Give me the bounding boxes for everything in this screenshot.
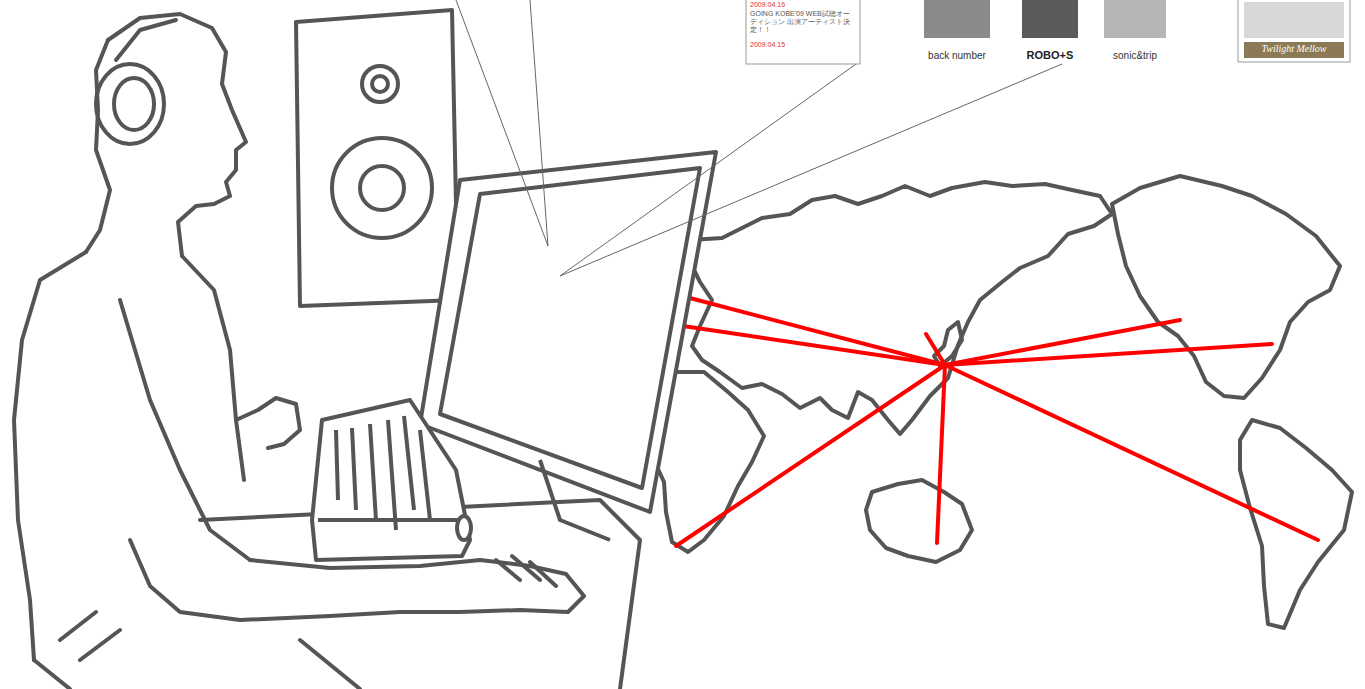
artist-photo — [1104, 0, 1166, 38]
headphone-band — [116, 20, 176, 60]
north-america — [1112, 176, 1340, 398]
artist-photo — [924, 0, 990, 38]
red-link — [683, 326, 945, 365]
chest — [182, 256, 244, 480]
speaker — [296, 10, 458, 306]
callout-pointers — [456, 0, 1062, 276]
artist-name: sonic&trip — [1095, 50, 1175, 62]
artist-name: back number — [917, 50, 997, 62]
red-link — [945, 365, 1318, 540]
banner-panel — [1238, 0, 1350, 62]
hair — [86, 40, 110, 252]
red-link — [926, 334, 945, 365]
head — [108, 14, 246, 256]
monitor-screen — [440, 168, 700, 488]
map-outline — [638, 176, 1352, 628]
japan — [934, 322, 962, 366]
south-america — [1240, 420, 1352, 628]
banner-image — [1244, 2, 1344, 38]
connection-lines — [676, 297, 1318, 546]
headphone-cup-inner — [114, 78, 154, 130]
speaker-tweeter-inner — [372, 76, 388, 92]
keyboard-knob — [457, 516, 471, 540]
keyboard — [312, 400, 471, 560]
australia — [866, 480, 972, 562]
news-date: 2009.04.16 — [750, 1, 860, 9]
banner-title: Twilight Mellow — [1244, 43, 1344, 55]
callout-pointer — [456, 0, 548, 246]
red-link — [937, 365, 945, 543]
back — [14, 252, 86, 660]
keyboard-body — [312, 400, 470, 560]
red-link — [676, 365, 945, 546]
speaker-woofer — [332, 138, 432, 238]
keyboard-keys — [318, 416, 466, 530]
news-panel — [746, 0, 860, 64]
website-screenshot — [746, 0, 1350, 64]
headphone-cup — [96, 64, 164, 144]
speaker-box — [296, 10, 458, 306]
news-headline: GOING KOBE'09 WEB試聴オーディション 出演アーティスト決定！！ — [750, 10, 856, 34]
hand — [496, 556, 556, 586]
chair — [34, 612, 360, 689]
other-arm — [236, 398, 300, 448]
monitor-stand — [540, 460, 610, 540]
artist-name: ROBO+S — [1010, 49, 1090, 62]
monitor-frame — [420, 152, 716, 512]
callout-pointer — [560, 64, 1062, 276]
monitor — [420, 152, 716, 540]
speaker-woofer-inner — [360, 166, 404, 210]
upper-arm — [120, 300, 250, 560]
speaker-tweeter — [362, 66, 398, 102]
news-date: 2009.04.15 — [750, 41, 860, 49]
red-link — [945, 344, 1272, 365]
artist-photo — [1022, 0, 1078, 38]
banner-strip — [1244, 42, 1344, 58]
